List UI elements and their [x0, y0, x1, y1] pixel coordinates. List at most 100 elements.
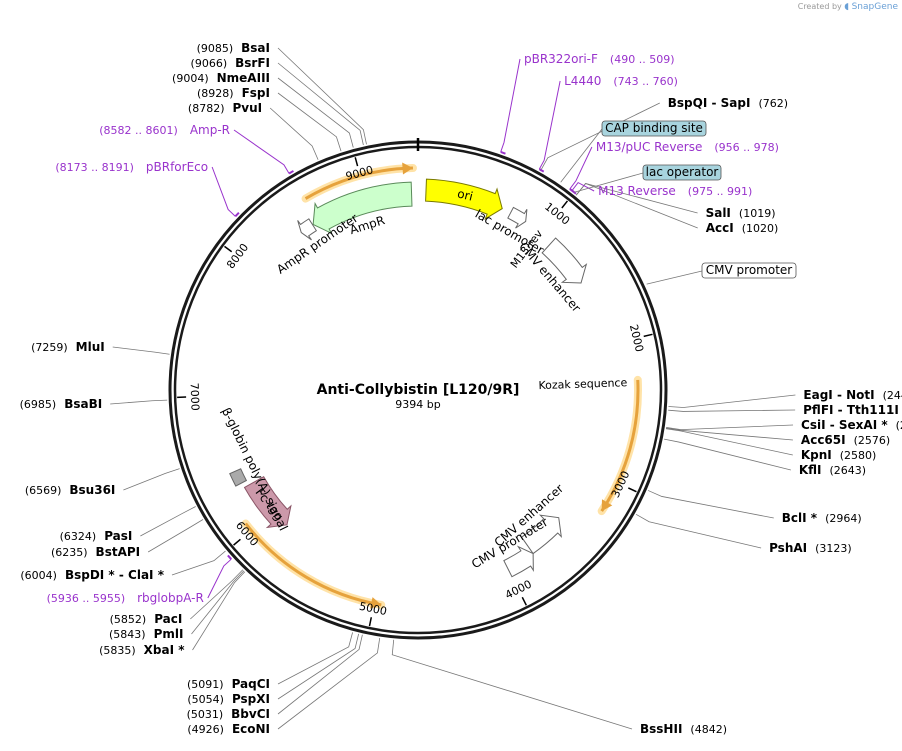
- site-leader: [277, 92, 342, 152]
- orf-arc: [304, 166, 413, 200]
- primer-mark: [288, 170, 294, 175]
- site-leader: [140, 506, 196, 537]
- site-name: NmeAIII: [217, 71, 270, 85]
- site-position: (7259): [31, 341, 68, 354]
- site-position: (5054): [187, 693, 224, 706]
- feature-box: [642, 164, 722, 181]
- site-name: PaqCI: [232, 677, 270, 691]
- feature-arrow: [229, 468, 248, 487]
- site-leader: [664, 438, 791, 471]
- primer-leader: [500, 58, 521, 153]
- site-leader: [147, 519, 204, 553]
- site-position: (2447): [883, 389, 902, 402]
- primer-range: (8582 .. 8601): [99, 124, 178, 137]
- site-label: BssHII(4842): [640, 722, 727, 736]
- site-name: BsrFI: [235, 56, 270, 70]
- primer-name: pBR322ori-F: [524, 52, 598, 66]
- primer-range: (975 .. 991): [688, 185, 753, 198]
- orf-arc: [600, 379, 640, 512]
- site-leader: [123, 468, 180, 491]
- site-position: (3123): [815, 542, 852, 555]
- site-name: EcoNI: [232, 722, 270, 736]
- site-position: (5835): [99, 644, 136, 657]
- primer-name: L4440: [564, 74, 601, 88]
- site-leader: [190, 569, 244, 620]
- feature-arrow: [297, 218, 318, 241]
- site-label: EagI - NotI (2447): [803, 388, 902, 402]
- site-leader: [668, 394, 796, 408]
- site-position: (6004): [20, 569, 57, 582]
- primer-label: (5936 .. 5955)rbglobpA-R: [47, 591, 204, 605]
- site-name: KpnI: [801, 448, 832, 462]
- primer-mark: [500, 151, 506, 155]
- primer-range: (956 .. 978): [714, 141, 779, 154]
- site-label: (9066)BsrFI: [191, 56, 270, 70]
- site-label: (5091) PaqCI: [187, 677, 270, 691]
- credit: Created by ◖ SnapGene: [798, 2, 898, 12]
- site-label: (8928) FspI: [197, 86, 270, 100]
- site-position: (6985): [20, 398, 57, 411]
- site-name: Bsu36I: [69, 483, 115, 497]
- primer-range: (743 .. 760): [613, 75, 678, 88]
- plasmid-size: 9394 bp: [395, 398, 440, 411]
- site-label: SalI(1019): [706, 206, 776, 220]
- site-name: PspXI: [232, 692, 270, 706]
- site-position: (2964): [825, 512, 862, 525]
- primer-mark: [227, 554, 232, 560]
- primer-range: (8173 .. 8191): [55, 161, 134, 174]
- tick-label: 8000: [224, 241, 251, 271]
- feature-arrow: [312, 181, 413, 235]
- site-name: BstAPI: [96, 545, 141, 559]
- inner-label: Kozak sequence: [538, 376, 627, 392]
- site-label: (5031)BbvCI: [187, 707, 270, 721]
- site-position: (2643): [830, 464, 867, 477]
- site-label: (5835)XbaI *: [99, 643, 185, 657]
- site-name: BspQI - SapI: [668, 96, 751, 110]
- site-leader: [666, 424, 794, 431]
- orf-arc: [244, 522, 382, 607]
- plasmid-name: Anti-Collybistin [L120/9R]: [317, 382, 520, 398]
- site-name: FspI: [242, 86, 270, 100]
- site-position: (1019): [739, 207, 776, 220]
- site-name: PacI: [154, 612, 182, 626]
- tick-label: 6000: [233, 519, 261, 549]
- site-position: (6324): [60, 530, 97, 543]
- primer-leader: [211, 166, 236, 217]
- tick-label: 2000: [627, 323, 646, 353]
- site-label: PflFI - Tth111I(2469): [803, 403, 902, 417]
- site-label: (8782)PvuI: [188, 101, 262, 115]
- primer-mark: [234, 212, 240, 218]
- site-leader: [277, 638, 381, 730]
- restriction-site-layer: (9085)BsaI(9066)BsrFI(9004)NmeAIII(8928)…: [20, 41, 902, 736]
- primer-label: (8173 .. 8191)pBRforEco: [55, 160, 208, 174]
- site-position: (2580): [840, 449, 877, 462]
- site-position: (6569): [25, 484, 62, 497]
- site-name: KflI: [799, 463, 822, 477]
- site-label: (7259)MluI: [31, 340, 105, 354]
- site-label: AccI(1020): [706, 221, 779, 235]
- primer-name: M13/pUC Reverse: [596, 140, 703, 154]
- site-label: (9085)BsaI: [197, 41, 270, 55]
- site-leader: [110, 399, 168, 405]
- primer-label: M13 Reverse(975 .. 991): [598, 184, 752, 198]
- site-name: PflFI - Tth111I: [803, 403, 899, 417]
- site-position: (1020): [742, 222, 779, 235]
- orf-layer: [241, 162, 642, 609]
- feature-box: [701, 262, 797, 279]
- feature-label: β-globin poly(A) signal: [219, 405, 291, 533]
- site-name: BspDI * - ClaI *: [65, 568, 165, 582]
- site-position: (8928): [197, 87, 234, 100]
- site-label: CsiI - SexAI *(2572): [801, 418, 902, 432]
- site-position: (2576): [854, 434, 891, 447]
- site-name: EagI - NotI: [803, 388, 874, 402]
- site-position: (2572): [896, 419, 902, 432]
- site-position: (5091): [187, 678, 224, 691]
- box-leader: [560, 128, 603, 183]
- tick-mark: [224, 245, 233, 253]
- site-position: (8782): [188, 102, 225, 115]
- tick-mark: [368, 617, 373, 627]
- tick-mark: [233, 538, 241, 546]
- site-label: (6324)PasI: [60, 529, 133, 543]
- primer-leader: [207, 558, 232, 599]
- tick-mark: [628, 487, 637, 493]
